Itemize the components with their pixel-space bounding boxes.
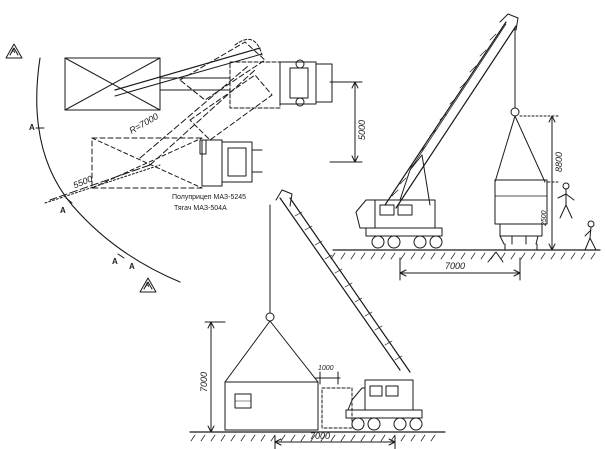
bottom-height-label: 7000 (199, 371, 209, 392)
section-mark-a1: A (29, 123, 35, 132)
tractor-note: Тягач МАЗ-504А (174, 205, 227, 212)
load-height-label: 8800 (554, 151, 564, 172)
swing-radius-arc (36, 57, 181, 283)
load-top (494, 179, 548, 225)
lower-tractor-cab (201, 139, 223, 187)
top-base-dimension-label: 7000 (445, 261, 466, 271)
view-marker-top (5, 43, 23, 59)
view-marker-bottom-letter: A (145, 283, 150, 289)
section-mark-a4: A (129, 262, 135, 271)
crane-cab-bottom (364, 379, 414, 411)
radius-line (49, 164, 151, 201)
view-marker-top-letter: A (11, 49, 16, 55)
offset-dimension-label: 5000 (357, 119, 367, 140)
boom-upper (384, 21, 507, 206)
semitrailer-note: Полуприцеп МАЗ-5245 (172, 194, 247, 201)
view-marker-bottom (139, 277, 157, 293)
bottom-base-dimension-label: 7000 (310, 431, 331, 441)
section-mark-a3: A (112, 257, 118, 266)
boom-lower (279, 197, 401, 371)
section-mark-a2: A (60, 206, 66, 215)
side-view-top (330, 13, 601, 281)
side-view-bottom (189, 189, 446, 449)
plan-boom (114, 47, 261, 91)
crane-cab-top (374, 199, 436, 229)
load-bottom (224, 381, 319, 431)
upper-trailer-body (64, 57, 161, 111)
worker-figure-top (562, 182, 570, 190)
plan-view (5, 38, 363, 293)
upper-tractor-cab (229, 61, 281, 109)
lower-height-label: 2500 (541, 210, 548, 226)
bottom-top-offset-label: 1000 (318, 365, 334, 372)
